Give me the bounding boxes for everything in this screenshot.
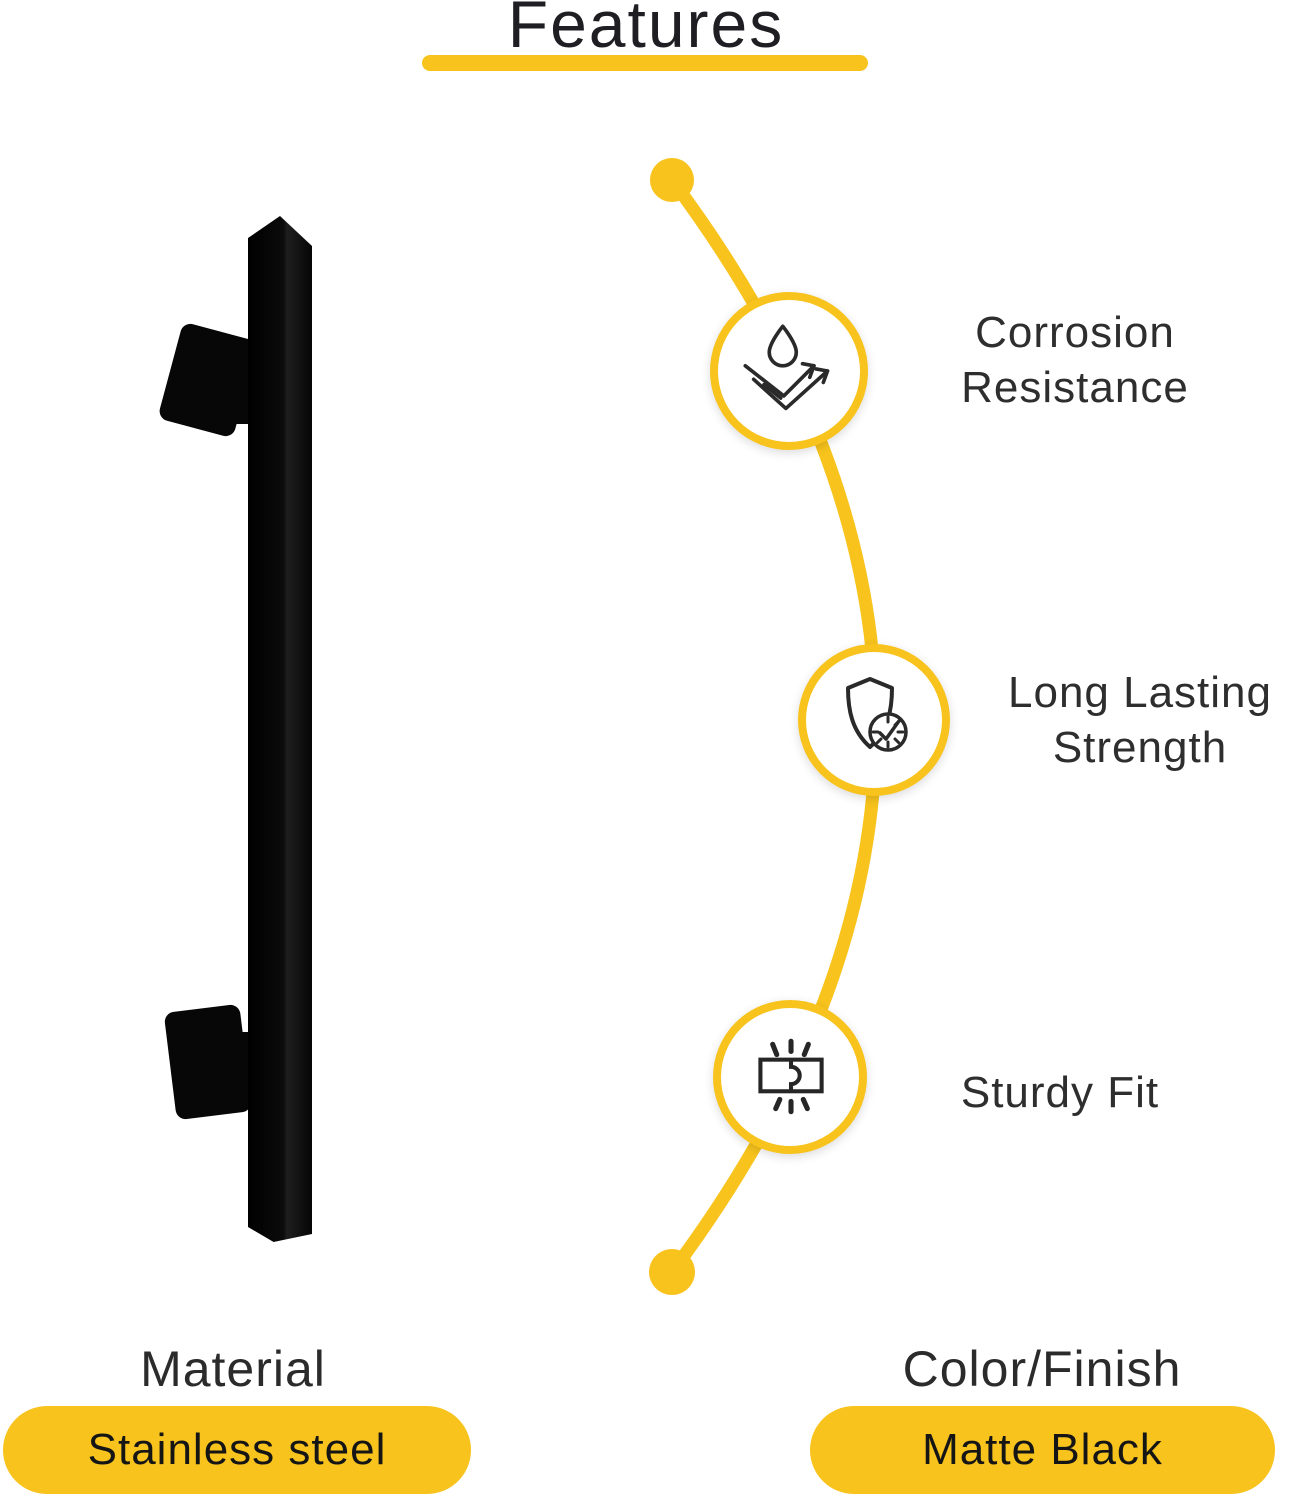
feature-label-sturdy-fit: Sturdy Fit <box>960 1068 1160 1117</box>
finish-value-pill: Matte Black <box>810 1406 1275 1494</box>
corrosion-resistance-icon <box>737 319 841 423</box>
finish-value: Matte Black <box>922 1425 1163 1474</box>
page-title: Features <box>507 0 785 61</box>
curve-top-dot <box>650 158 694 202</box>
title-underline <box>422 55 868 71</box>
sturdy-fit-icon <box>739 1026 841 1128</box>
handle-bar <box>248 216 312 1242</box>
feature-label-long-lasting-strength: Long Lasting Strength <box>1008 668 1272 772</box>
finish-heading: Color/Finish <box>902 1341 1182 1397</box>
feature-circle-sturdy-fit <box>713 1000 867 1154</box>
material-heading: Material <box>140 1341 326 1397</box>
curve-bottom-dot <box>649 1249 695 1295</box>
feature-circle-strength <box>798 644 950 796</box>
material-value: Stainless steel <box>87 1425 387 1474</box>
feature-circle-corrosion <box>710 292 868 450</box>
material-value-pill: Stainless steel <box>3 1406 471 1494</box>
feature-label-corrosion-resistance: Corrosion Resistance <box>961 308 1189 412</box>
shield-clock-icon <box>824 670 924 770</box>
